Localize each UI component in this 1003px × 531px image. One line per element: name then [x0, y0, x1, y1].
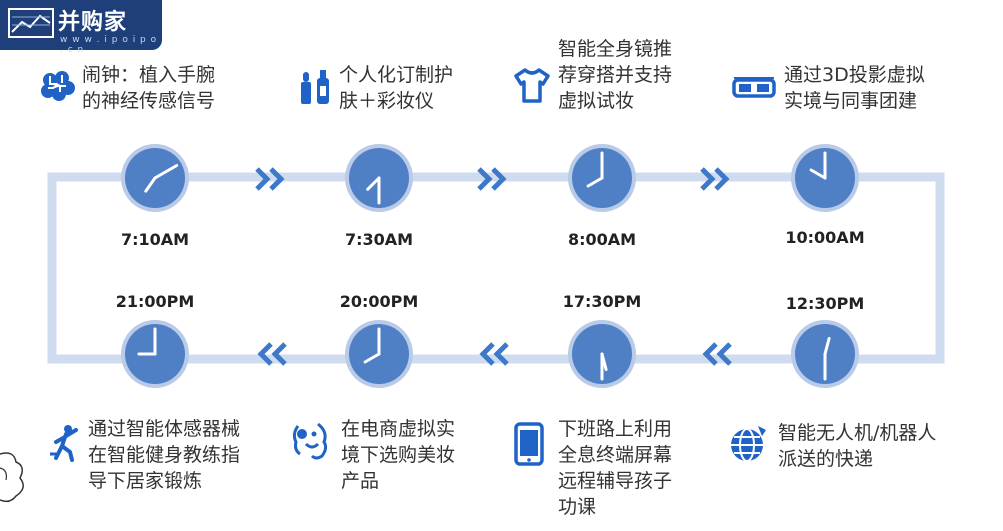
caption-line: 在智能健身教练指	[88, 444, 241, 466]
hour-hand	[363, 352, 381, 364]
caption-line: 导下居家锻炼	[88, 470, 203, 492]
chevron-right-icon	[477, 167, 507, 191]
clock-2100	[121, 320, 189, 388]
time-label: 20:00PM	[339, 292, 419, 311]
caption-2: 个人化订制护 肤＋彩妆仪	[339, 62, 453, 114]
vr-glasses-icon	[732, 77, 776, 98]
caption-line: 智能全身镜推	[558, 38, 673, 60]
time-label: 12:30PM	[785, 294, 865, 313]
globe-icon	[731, 426, 766, 462]
clock-1230	[791, 320, 859, 388]
caption-line: 通过3D投影虚拟	[784, 64, 925, 86]
caption-line: 个人化订制护	[339, 64, 454, 86]
logo: 并购家 w w w . i p o i p o . c n	[0, 0, 162, 55]
chevron-left-icon	[479, 342, 509, 366]
clock-0710	[121, 144, 189, 212]
caption-3: 智能全身镜推 荐穿搭并支持 虚拟试妆	[558, 36, 672, 114]
clock-0730	[345, 144, 413, 212]
chevron-right-icon	[255, 167, 285, 191]
hour-hand	[809, 168, 827, 180]
clock-2000	[345, 320, 413, 388]
chevron-right-icon	[700, 167, 730, 191]
hour-hand	[586, 176, 604, 188]
caption-line: 远程辅导孩子	[558, 470, 673, 492]
caption-1: 闹钟：植入手腕 的神经传感信号	[82, 62, 215, 114]
decorative-doodle	[0, 452, 24, 503]
clock-0800	[568, 144, 636, 212]
clock-1730	[568, 320, 636, 388]
caption-line: 下班路上利用	[558, 418, 673, 440]
caption-6: 在电商虚拟实 境下选购美妆 产品	[341, 416, 455, 494]
time-label: 7:30AM	[344, 230, 414, 249]
minute-hand	[153, 164, 179, 180]
hour-hand	[823, 337, 831, 356]
caption-line: 派送的快递	[778, 448, 874, 470]
caption-line: 肤＋彩妆仪	[339, 90, 435, 112]
time-label: 21:00PM	[115, 292, 195, 311]
caption-7: 下班路上利用 全息终端屏幕 远程辅导孩子 功课	[558, 416, 672, 520]
caption-line: 通过智能体感器械	[88, 418, 241, 440]
brain-icon	[41, 71, 75, 101]
time-label: 7:10AM	[120, 230, 190, 249]
caption-line: 产品	[341, 470, 380, 492]
caption-4: 通过3D投影虚拟 实境与同事团建	[784, 62, 925, 114]
caption-line: 荐穿搭并支持	[558, 64, 673, 86]
caption-line: 境下选购美妆	[341, 444, 456, 466]
chart-logo-icon	[8, 8, 54, 38]
exercise-icon	[50, 425, 78, 462]
cosmetics-icon	[301, 70, 329, 104]
face-icon	[292, 422, 328, 460]
caption-line: 闹钟：植入手腕	[82, 64, 216, 86]
caption-line: 实境与同事团建	[784, 90, 918, 112]
caption-line: 在电商虚拟实	[341, 418, 456, 440]
hour-hand	[144, 176, 157, 193]
time-label: 17:30PM	[562, 292, 642, 311]
caption-line: 的神经传感信号	[82, 90, 216, 112]
time-label: 8:00AM	[567, 230, 637, 249]
chevron-left-icon	[702, 342, 732, 366]
clock-1000	[791, 144, 859, 212]
caption-5: 通过智能体感器械 在智能健身教练指 导下居家锻炼	[88, 416, 240, 494]
chevron-left-icon	[257, 342, 287, 366]
caption-8: 智能无人机/机器人 派送的快递	[778, 420, 936, 472]
hour-hand	[600, 352, 608, 371]
caption-line: 功课	[558, 496, 597, 518]
time-label: 10:00AM	[785, 228, 865, 247]
hour-hand	[366, 176, 381, 191]
tshirt-icon	[514, 68, 550, 103]
logo-title: 并购家	[58, 10, 128, 35]
phone-icon	[514, 422, 544, 466]
caption-line: 虚拟试妆	[558, 90, 635, 112]
caption-line: 全息终端屏幕	[558, 444, 673, 466]
caption-line: 智能无人机/机器人	[778, 422, 937, 444]
logo-url: w w w . i p o i p o . c n	[60, 35, 158, 55]
